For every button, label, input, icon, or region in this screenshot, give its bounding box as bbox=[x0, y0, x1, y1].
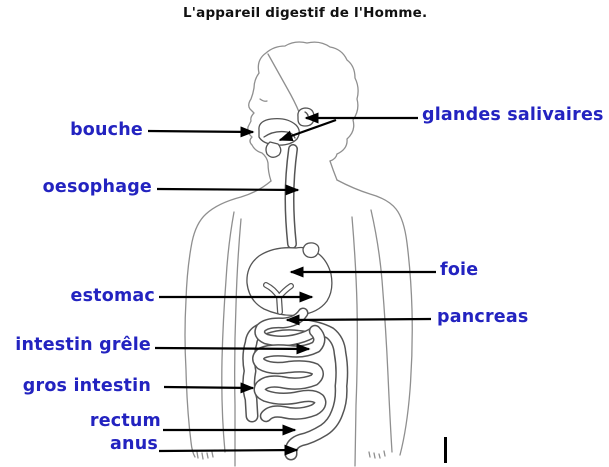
page-title: L'appareil digestif de l'Homme. bbox=[183, 5, 428, 21]
pointer-arrows bbox=[147, 112, 436, 456]
torso-right bbox=[351, 216, 358, 467]
stomach bbox=[246, 246, 333, 317]
digestive-organs bbox=[242, 107, 349, 461]
label-estomac: estomac bbox=[70, 286, 155, 306]
hair-outline bbox=[257, 41, 359, 162]
arrow-pancreas bbox=[285, 314, 432, 326]
label-gros-intestin: gros intestin bbox=[22, 376, 151, 396]
body-outline bbox=[184, 41, 413, 467]
label-intestin-grele: intestin grêle bbox=[15, 335, 151, 355]
label-glandes-salivaires: glandes salivaires bbox=[422, 105, 604, 125]
label-foie: foie bbox=[440, 260, 479, 280]
arrow-gros-intestin bbox=[163, 382, 255, 394]
left-arm-inner bbox=[221, 211, 235, 453]
sublingual-gland bbox=[265, 141, 282, 158]
inner-hairline bbox=[267, 53, 300, 113]
cardia-curl bbox=[302, 242, 320, 259]
right-arm-inner bbox=[370, 209, 393, 453]
right-hand-fingers bbox=[368, 450, 386, 459]
left-hand-fingers bbox=[196, 451, 214, 460]
torso-left bbox=[234, 218, 242, 467]
label-pancreas: pancreas bbox=[437, 307, 529, 327]
eye-mark bbox=[259, 98, 268, 102]
label-bouche: bouche bbox=[70, 120, 143, 140]
arrow-oesophage bbox=[156, 184, 300, 196]
text-cursor[interactable] bbox=[444, 437, 447, 463]
label-rectum: rectum bbox=[89, 411, 161, 431]
arrow-intestin-grele bbox=[154, 343, 311, 355]
arrow-anus bbox=[158, 444, 299, 456]
label-oesophage: oesophage bbox=[42, 177, 152, 197]
right-shoulder-arm-outer bbox=[336, 179, 413, 456]
label-anus: anus bbox=[110, 434, 158, 454]
arrow-glandes-salivaires-sublinguale bbox=[278, 118, 337, 142]
left-shoulder-arm-outer bbox=[184, 180, 272, 458]
arrow-bouche bbox=[147, 126, 255, 138]
neck-back bbox=[329, 160, 338, 181]
